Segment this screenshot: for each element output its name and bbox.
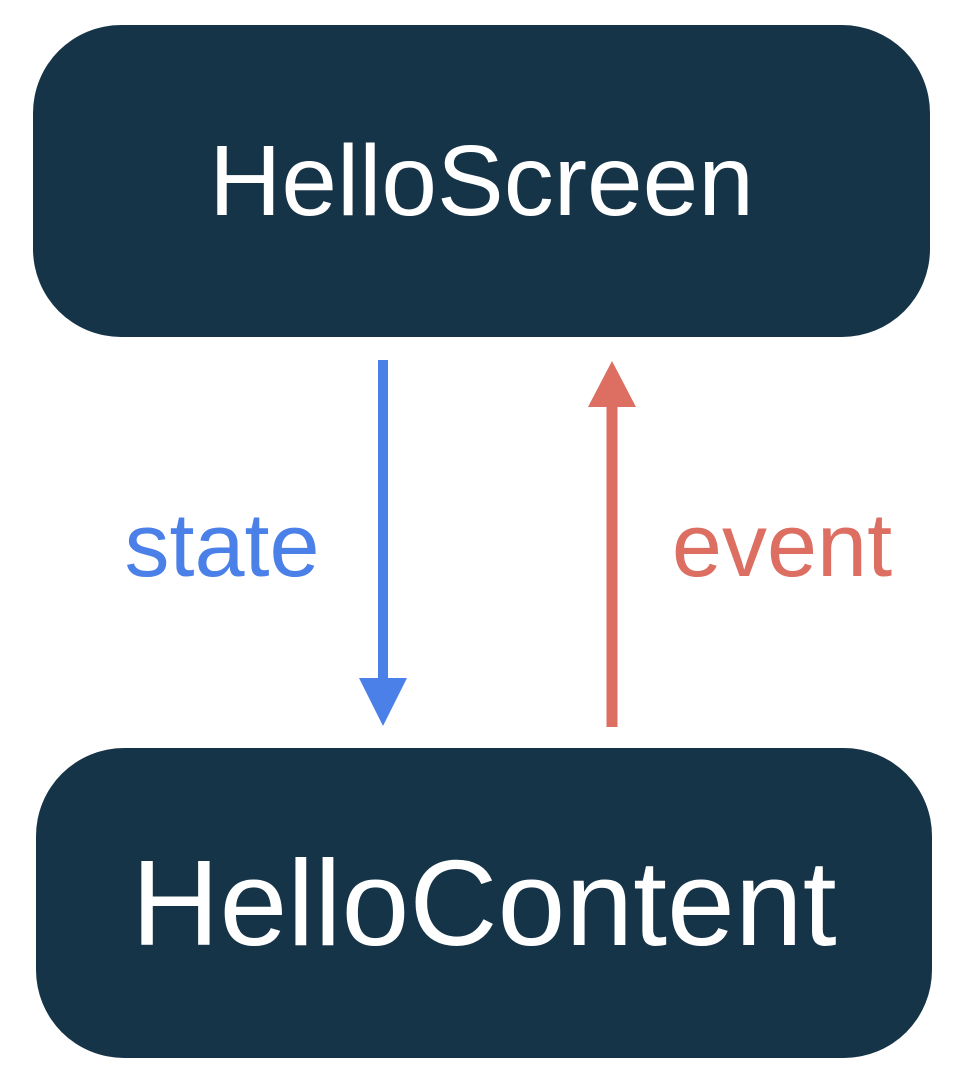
edge-label-state: state — [124, 496, 320, 596]
event-arrow-up-icon — [588, 361, 636, 727]
node-helloscreen: HelloScreen — [33, 25, 930, 337]
state-arrow-down-icon — [359, 360, 407, 726]
edge-label-event: event — [671, 496, 893, 596]
node-hellocontent: HelloContent — [36, 748, 932, 1058]
node-hellocontent-label: HelloContent — [131, 835, 837, 971]
node-helloscreen-label: HelloScreen — [209, 125, 754, 237]
